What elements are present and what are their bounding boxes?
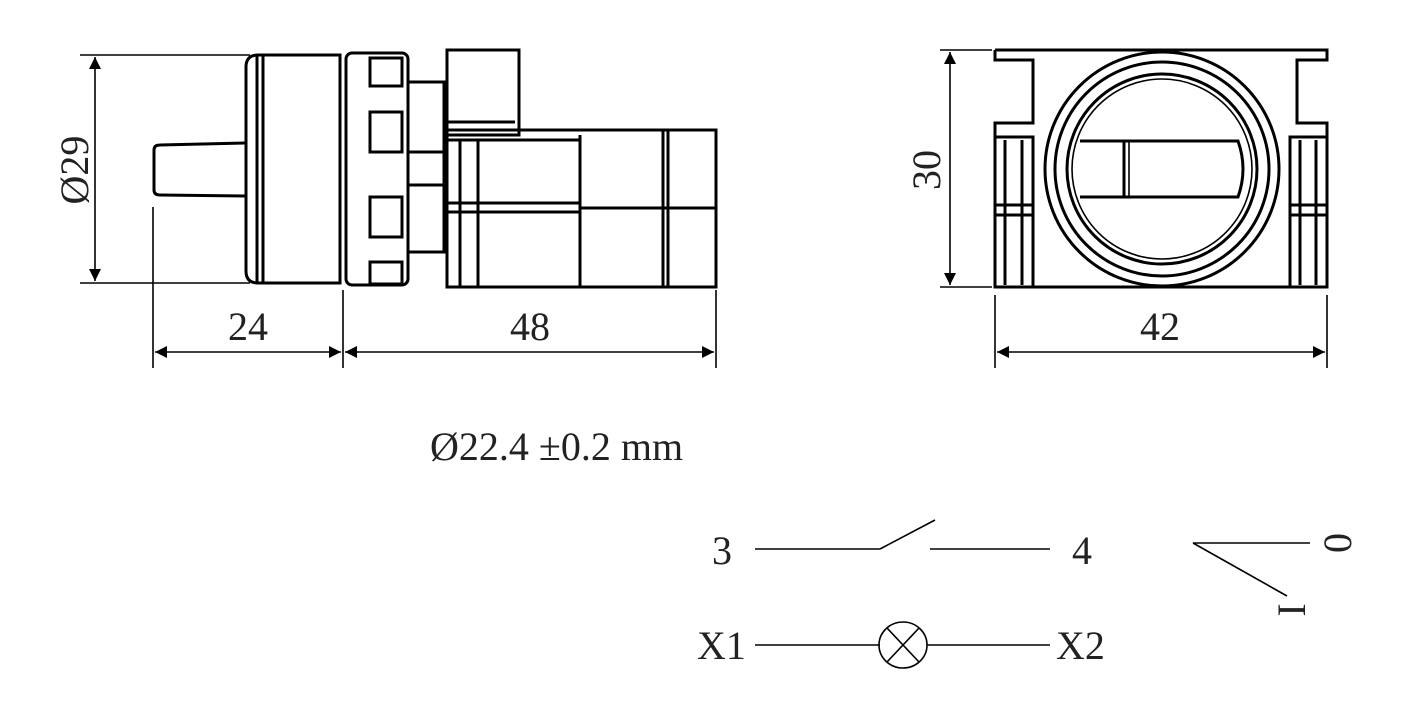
neck — [406, 80, 446, 254]
side-view: Ø29 24 48 — [52, 48, 718, 368]
drawing-stroke — [1288, 135, 1329, 289]
bezel-teeth — [368, 56, 404, 286]
lamp-icon — [878, 621, 928, 669]
lamp-left-label: X1 — [697, 623, 746, 668]
drawing-stroke — [368, 195, 404, 239]
knob — [244, 53, 342, 285]
position-off-label: 0 — [1315, 533, 1360, 553]
position-on-label: I — [1269, 603, 1314, 616]
switch-contact-symbol — [879, 519, 936, 550]
drawing-stroke — [1065, 72, 1259, 266]
drawing-stroke — [368, 260, 404, 286]
drawing-stroke — [1071, 78, 1253, 260]
bezel-ring — [344, 51, 410, 287]
shaft — [152, 141, 246, 198]
drawing-stroke — [1192, 542, 1288, 597]
bezel-outer — [1043, 50, 1281, 288]
drawing-stroke — [993, 48, 1329, 137]
front-view: 30 42 — [904, 48, 1329, 368]
drawing-stroke — [368, 56, 404, 88]
drawing-stroke — [993, 135, 1035, 289]
contact-left-label: 3 — [712, 528, 732, 573]
width-label: 42 — [1140, 304, 1180, 349]
lamp-right-label: X2 — [1056, 623, 1105, 668]
wiring-schematic: 3 4 X1 X2 0 I — [697, 519, 1360, 669]
drawing-stroke — [886, 627, 920, 663]
shaft-length-label: 24 — [228, 304, 268, 349]
height-label: 30 — [904, 150, 949, 190]
drawing-stroke — [368, 110, 404, 154]
diameter-label: Ø29 — [52, 136, 97, 205]
latch-block — [445, 48, 521, 137]
contact-right-label: 4 — [1072, 528, 1092, 573]
body-length-label: 48 — [510, 304, 550, 349]
selector-position-symbol — [1192, 542, 1310, 597]
drawing-stroke — [1053, 60, 1271, 278]
selector-handle — [1080, 139, 1245, 199]
mounting-hole-label: Ø22.4 ±0.2 mm — [430, 424, 683, 469]
